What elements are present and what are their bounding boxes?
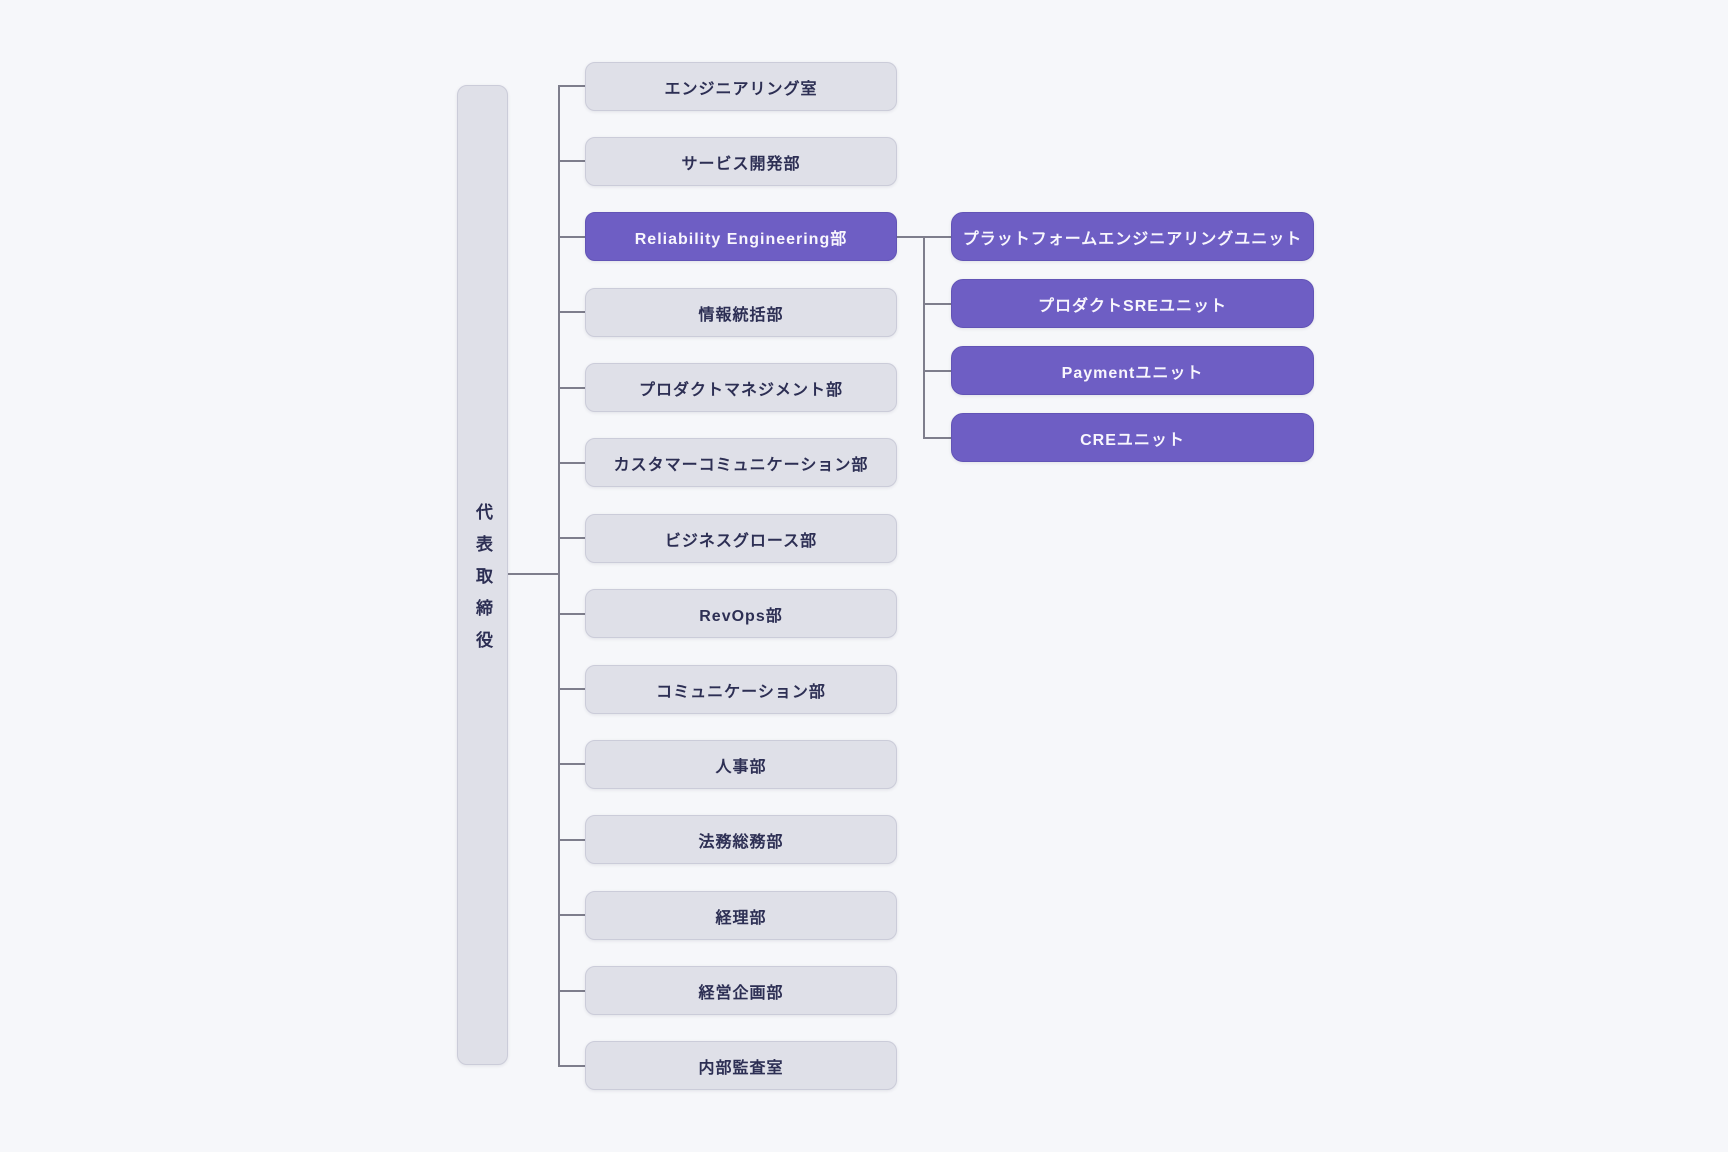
branch-line bbox=[558, 160, 585, 163]
org-node-department-6: ビジネスグロース部 bbox=[585, 514, 897, 563]
unit-branch-line bbox=[923, 436, 951, 439]
org-node-department-9: 人事部 bbox=[585, 740, 897, 789]
org-node-department-12-label: 経営企画部 bbox=[698, 984, 784, 1002]
org-node-department-1-label: サービス開発部 bbox=[681, 155, 801, 173]
org-node-department-5-label: カスタマーコミュニケーション部 bbox=[613, 456, 869, 474]
org-node-department-5: カスタマーコミュニケーション部 bbox=[585, 438, 897, 487]
org-node-unit-2: Paymentユニット bbox=[951, 346, 1314, 395]
branch-line bbox=[558, 311, 585, 314]
org-node-unit-1: プロダクトSREユニット bbox=[951, 279, 1314, 328]
branch-line bbox=[558, 688, 585, 691]
org-node-department-4: プロダクトマネジメント部 bbox=[585, 363, 897, 412]
org-node-department-3: 情報統括部 bbox=[585, 288, 897, 337]
org-node-unit-1-label: プロダクトSREユニット bbox=[1038, 297, 1227, 315]
branch-line bbox=[558, 838, 585, 841]
branch-line bbox=[558, 914, 585, 917]
branch-line bbox=[558, 537, 585, 540]
org-node-department-2-label: Reliability Engineering部 bbox=[634, 230, 848, 248]
org-node-department-9-label: 人事部 bbox=[715, 758, 767, 776]
branch-line bbox=[558, 612, 585, 615]
org-node-department-4-label: プロダクトマネジメント部 bbox=[638, 381, 843, 399]
unit-trunk-line bbox=[923, 235, 925, 439]
org-node-department-0: エンジニアリング室 bbox=[585, 62, 897, 111]
root-connector-line bbox=[508, 573, 558, 575]
branch-line bbox=[558, 386, 585, 389]
org-node-department-10-label: 法務総務部 bbox=[698, 833, 784, 851]
org-node-department-0-label: エンジニアリング室 bbox=[664, 80, 818, 98]
org-node-unit-3: CREユニット bbox=[951, 413, 1314, 462]
org-node-department-11: 経理部 bbox=[585, 891, 897, 940]
org-node-department-10: 法務総務部 bbox=[585, 815, 897, 864]
org-node-department-2: Reliability Engineering部 bbox=[585, 212, 897, 261]
org-node-department-7: RevOps部 bbox=[585, 589, 897, 638]
branch-line bbox=[558, 989, 585, 992]
org-node-department-13: 内部監査室 bbox=[585, 1041, 897, 1090]
unit-branch-line bbox=[923, 302, 951, 305]
org-node-department-1: サービス開発部 bbox=[585, 137, 897, 186]
org-node-department-7-label: RevOps部 bbox=[699, 607, 783, 625]
org-node-unit-2-label: Paymentユニット bbox=[1061, 364, 1204, 382]
unit-branch-line bbox=[923, 369, 951, 372]
branch-line bbox=[558, 461, 585, 464]
branch-line bbox=[558, 85, 585, 87]
org-node-department-8: コミュニケーション部 bbox=[585, 665, 897, 714]
branch-line bbox=[558, 1064, 585, 1067]
trunk-line bbox=[558, 85, 560, 1067]
org-node-department-11-label: 経理部 bbox=[715, 909, 767, 927]
org-node-department-8-label: コミュニケーション部 bbox=[656, 683, 826, 701]
org-node-unit-3-label: CREユニット bbox=[1080, 431, 1185, 449]
org-node-department-13-label: 内部監査室 bbox=[698, 1059, 784, 1077]
root-node-representative-director: 代表取締役 bbox=[457, 85, 508, 1065]
branch-line bbox=[558, 763, 585, 766]
branch-line bbox=[558, 235, 585, 238]
org-node-department-6-label: ビジネスグロース部 bbox=[664, 532, 818, 550]
org-node-unit-0: プラットフォームエンジニアリングユニット bbox=[951, 212, 1314, 261]
org-node-department-12: 経営企画部 bbox=[585, 966, 897, 1015]
org-node-unit-0-label: プラットフォームエンジニアリングユニット bbox=[962, 230, 1303, 248]
unit-branch-line bbox=[923, 235, 951, 238]
org-node-department-3-label: 情報統括部 bbox=[698, 306, 784, 324]
unit-trunk-connector-line bbox=[897, 235, 923, 238]
root-node-label: 代表取締役 bbox=[473, 502, 492, 663]
